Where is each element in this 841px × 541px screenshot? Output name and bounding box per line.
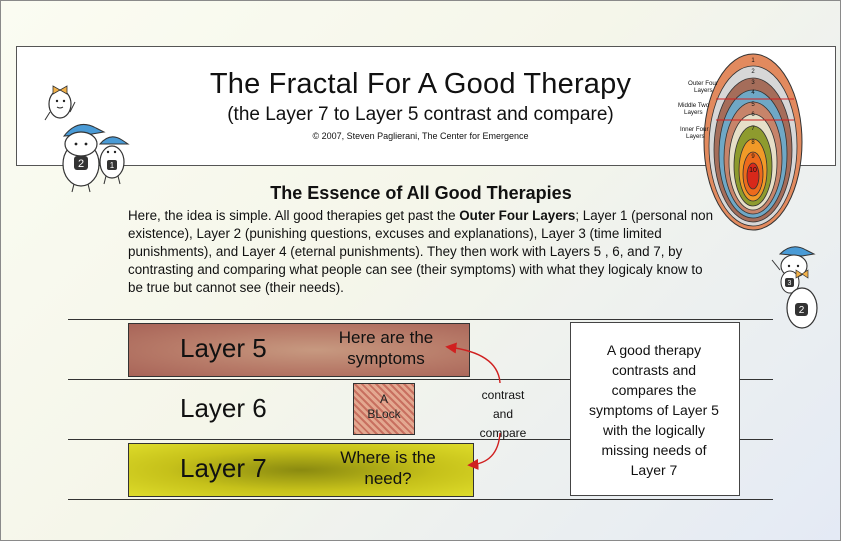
left-badge-1: 1 <box>110 161 115 170</box>
fractal-number-2: 2 <box>751 69 755 75</box>
fractal-number-9: 9 <box>751 154 755 160</box>
right-mascots-illustration: 3 2 <box>771 246 818 329</box>
layer-6-label: Layer 6 <box>180 393 267 423</box>
right-badge-2: 2 <box>799 305 805 316</box>
layer-5-text: Here are the symptoms <box>316 327 456 369</box>
copyright-notice: © 2007, Steven Paglierani, The Center fo… <box>312 131 529 141</box>
fractal-number-7: 7 <box>751 126 755 132</box>
contrast-compare-label: contrast and compare <box>479 388 527 440</box>
layer-7-label: Layer 7 <box>180 453 267 483</box>
header-box <box>16 46 836 166</box>
arrow-to-layer5 <box>445 342 501 384</box>
layer-7-box <box>128 443 474 497</box>
fractal-number-1: 1 <box>751 58 755 64</box>
summary-box <box>570 322 740 496</box>
block-text-line2: BLock <box>367 407 401 421</box>
essence-heading: The Essence of All Good Therapies <box>270 183 572 203</box>
layer-5-label: Layer 5 <box>180 333 267 363</box>
fractal-number-3: 3 <box>751 80 755 86</box>
layer-divider-top <box>68 319 773 320</box>
arrow-to-layer7 <box>467 432 501 470</box>
layer-divider-5-6 <box>68 379 773 380</box>
essence-body-prefix: Here, the idea is simple. All good thera… <box>128 208 460 223</box>
layer-divider-6-7 <box>68 439 773 440</box>
layer-7-text-line2: need? <box>364 469 412 488</box>
right-badge-3: 3 <box>788 280 792 287</box>
essence-body-bold: Outer Four Layers <box>459 208 576 223</box>
layer-5-text-line1: Here are the <box>338 328 434 347</box>
page-subtitle: (the Layer 7 to Layer 5 contrast and com… <box>227 104 614 125</box>
fractal-number-5: 5 <box>751 102 755 108</box>
block-text-line1: A <box>379 392 388 406</box>
left-badge-2: 2 <box>78 158 84 170</box>
fractal-layers-illustration: 1 2 3 4 5 6 7 8 9 10 <box>703 53 803 231</box>
fractal-number-4: 4 <box>751 90 755 96</box>
contrast-arrows <box>445 342 501 470</box>
layer-5-box <box>128 323 470 377</box>
layer-7-text-line1: Where is the <box>340 448 436 467</box>
page-title: The Fractal For A Good Therapy <box>209 68 632 100</box>
layer-5-text-line2: symptoms <box>347 349 425 368</box>
summary-text: A good therapy contrasts and compares th… <box>589 342 719 478</box>
layer-7-text: Where is the need? <box>318 447 458 489</box>
layer-divider-bottom <box>68 499 773 500</box>
fractal-number-6: 6 <box>751 112 755 118</box>
fractal-number-10: 10 <box>749 167 757 174</box>
block-box: A BLock <box>353 383 415 435</box>
left-mascots-illustration: 2 1 <box>44 85 130 193</box>
essence-body: Here, the idea is simple. All good thera… <box>128 207 714 297</box>
essence-body-suffix: ; Layer 1 (personal non existence), Laye… <box>128 208 714 295</box>
fractal-number-8: 8 <box>751 140 755 146</box>
